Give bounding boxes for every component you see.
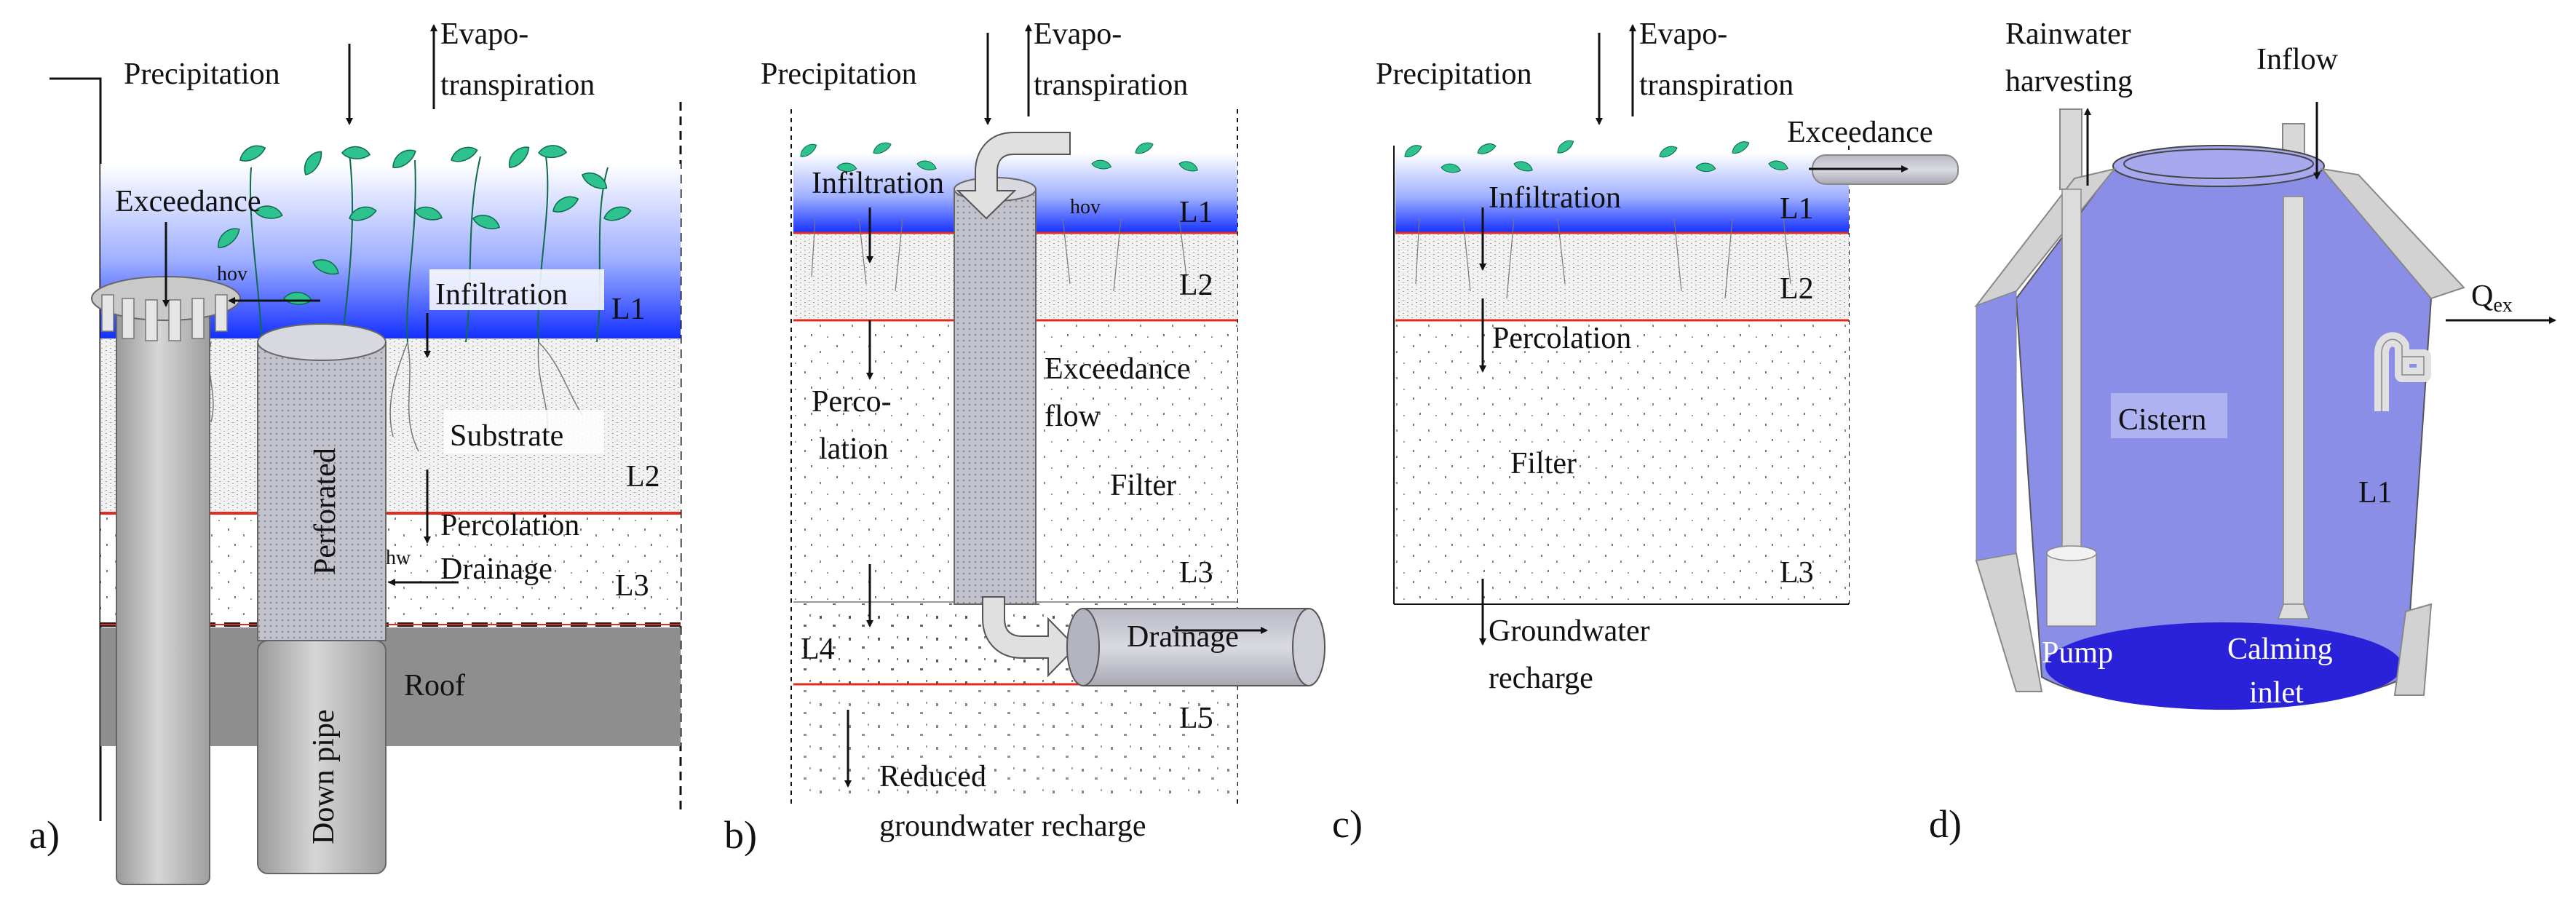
panel-d-qex-label: Qex [2471, 280, 2513, 317]
panel-d-pump-label: Pump [2042, 636, 2113, 670]
panel-a-l3-label: L3 [615, 569, 649, 603]
panel-a-evapo-label-1: Evapo- [440, 17, 528, 51]
panel-b-outflow-bend-arrow [982, 596, 1077, 678]
panel-c-infiltration-label: Infiltration [1489, 181, 1621, 215]
panel-b-perco-label-2: lation [819, 432, 889, 466]
panel-b-exceedance-label-2: flow [1045, 400, 1101, 433]
panel-a-l1-label: L1 [611, 293, 646, 326]
panel-d-wall-left-bottom [1975, 552, 2043, 692]
panel-b-reduced-label-1: Reduced [879, 760, 986, 793]
panel-b-evapo-label-1: Evapo- [1034, 17, 1122, 51]
panel-c-l2-label: L2 [1780, 272, 1814, 306]
panel-b-infiltration-label: Infiltration [812, 167, 944, 200]
panel-a-down-pipe [257, 640, 387, 874]
panel-b-tag: b) [724, 813, 757, 857]
panel-c-evapo-label-2: transpiration [1639, 68, 1794, 102]
panel-a-green-roof: Precipitation Evapo- transpiration Excee… [29, 17, 682, 885]
panel-a-drainage-label: Drainage [440, 553, 552, 586]
panel-b-inflow-bend-arrow [956, 132, 1071, 220]
panel-d-wall-right-top [2320, 167, 2465, 300]
panel-b-l5-label: L5 [1179, 702, 1213, 735]
panel-a-hov-label: hov [217, 263, 247, 285]
panel-b-l4-label: L4 [801, 633, 835, 666]
panel-b-reduced-label-2: groundwater recharge [879, 809, 1146, 843]
panel-a-substrate-label: Substrate [450, 419, 563, 453]
panel-b-l2-label: L2 [1179, 269, 1213, 302]
panel-d-harvest-pipe [2059, 108, 2082, 190]
panel-c-filter-layer [1395, 322, 1849, 603]
panel-b-drainage-pipe [1082, 608, 1309, 686]
panel-d-l1-label: L1 [2358, 476, 2393, 510]
panel-d-cistern: Rainwater harvesting Inflow Qex Cistern … [1929, 17, 2556, 846]
panel-d-calming-pipe [2283, 196, 2304, 605]
panel-d-pump [2046, 553, 2097, 627]
panel-c-substrate-layer [1395, 234, 1849, 320]
panel-b-subsoil-layer [793, 686, 1237, 795]
panel-a-hw-label: hw [386, 547, 411, 569]
panel-c-percolation-label: Percolation [1492, 322, 1631, 355]
panel-d-pump-pipe [2061, 189, 2082, 558]
panel-c-roots [1415, 218, 1791, 299]
panel-d-calming-inlet [2277, 603, 2310, 619]
panel-d-cistern-label: Cistern [2118, 403, 2206, 437]
panel-d-cistern-bottom [2045, 622, 2402, 710]
panel-a-plants [250, 152, 609, 343]
panel-a-tag: a) [29, 813, 60, 857]
panel-a-infiltration-label: Infiltration [435, 278, 568, 312]
panel-b-infiltration-trench: Precipitation Evapo- transpiration Infil… [724, 17, 1325, 857]
panel-a-overflow-pipe [116, 305, 210, 885]
panel-b-precipitation-label: Precipitation [761, 58, 917, 91]
panel-b-hov-label: hov [1070, 196, 1101, 218]
panel-c-exceedance-label: Exceedance [1787, 116, 1933, 149]
panel-a-perforated-pipe [257, 341, 387, 641]
panel-d-wall-right-bottom [2393, 603, 2433, 696]
panel-d-calming-label-1: Calming [2227, 633, 2333, 666]
panel-c-groundwater-label-2: recharge [1489, 662, 1593, 695]
panel-a-roof-label: Roof [404, 669, 465, 702]
panel-c-bioretention: Precipitation Evapo- transpiration Excee… [1332, 17, 1959, 846]
panel-a-perforated-top [257, 323, 387, 361]
panel-b-exceedance-label-1: Exceedance [1045, 352, 1191, 386]
panel-c-l3-label: L3 [1780, 556, 1814, 590]
panel-b-l1-label: L1 [1179, 196, 1213, 229]
panel-d-tag: d) [1929, 802, 1962, 846]
panel-a-evapo-label-2: transpiration [440, 68, 595, 102]
panel-d-rainwater-label-1: Rainwater [2005, 17, 2131, 51]
panel-a-exceedance-label: Exceedance [115, 185, 261, 218]
panel-c-evapo-label-1: Evapo- [1639, 17, 1727, 51]
panel-a-percolation-label: Percolation [440, 509, 579, 542]
panel-a-grate-slots [101, 294, 228, 341]
panel-d-rainwater-label-2: harvesting [2005, 65, 2133, 98]
panel-a-precipitation-label: Precipitation [124, 58, 280, 91]
panel-d-cistern-lid [2112, 145, 2325, 187]
panel-b-roots [811, 218, 1187, 292]
panel-c-l1-label: L1 [1780, 192, 1814, 226]
panel-d-calming-label-2: inlet [2249, 676, 2304, 710]
panel-b-filter-label: Filter [1110, 469, 1176, 502]
panel-a-frame-left [49, 77, 102, 821]
panel-b-drainage-label: Drainage [1127, 620, 1239, 654]
panel-b-perco-label-1: Perco- [812, 385, 892, 419]
panel-a-down-pipe-label: Down pipe [307, 710, 341, 844]
panel-b-exceedance-pipe [954, 189, 1037, 605]
panel-b-evapo-label-2: transpiration [1034, 68, 1188, 102]
panel-b-l3-label: L3 [1179, 556, 1213, 590]
panel-c-groundwater-label-1: Groundwater [1489, 614, 1650, 648]
panel-d-inflow-label: Inflow [2256, 43, 2339, 76]
panel-c-tag: c) [1332, 802, 1363, 846]
panel-a-l2-label: L2 [626, 460, 660, 494]
panel-a-perforated-label: Perforated [309, 448, 342, 575]
panel-c-filter-label: Filter [1510, 447, 1577, 480]
panel-c-precipitation-label: Precipitation [1376, 58, 1532, 91]
